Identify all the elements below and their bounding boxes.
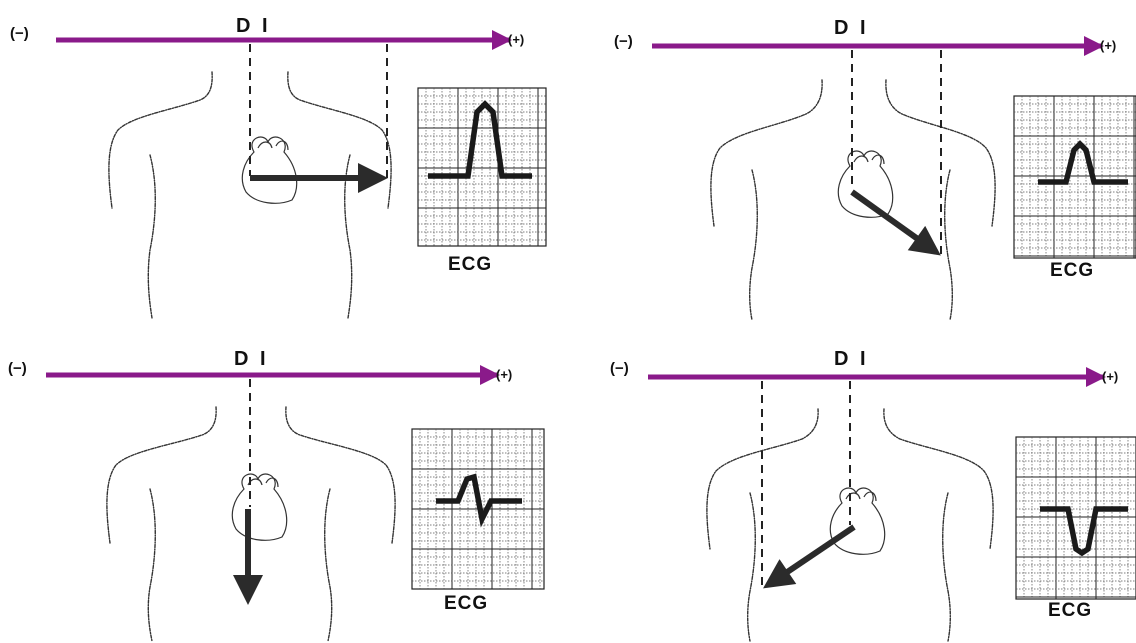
positive-pole-label: (+) xyxy=(1102,369,1118,384)
ecg-grid xyxy=(418,88,546,246)
panel-4-figure: (−) (+) D I ECG xyxy=(568,321,1136,643)
torso-outline xyxy=(107,407,395,641)
cardiac-vector-arrow xyxy=(852,192,936,252)
torso-outline xyxy=(109,72,391,318)
negative-pole-label: (−) xyxy=(10,25,29,42)
ecg-label: ECG xyxy=(1050,260,1094,281)
ecg-label: ECG xyxy=(444,593,488,614)
panel-vector-right: (−) (+) D I ECG xyxy=(0,0,568,321)
panel-3-figure: (−) (+) D I ECG xyxy=(0,321,568,643)
lead-name: D I xyxy=(234,348,269,370)
negative-pole-label: (−) xyxy=(614,33,633,50)
ecg-label: ECG xyxy=(448,254,492,275)
lead-name: D I xyxy=(834,17,869,39)
positive-pole-label: (+) xyxy=(496,367,512,382)
panel-1-figure: (−) (+) D I ECG xyxy=(0,0,568,321)
ecg-grid xyxy=(1014,96,1136,258)
negative-pole-label: (−) xyxy=(610,360,629,377)
torso-outline xyxy=(711,80,995,320)
heart-outline xyxy=(232,474,286,540)
panel-vector-down-left: (−) (+) D I ECG xyxy=(568,321,1136,643)
panel-vector-down: (−) (+) D I ECG xyxy=(0,321,568,643)
lead-name: D I xyxy=(236,15,271,37)
lead-name: D I xyxy=(834,348,869,370)
negative-pole-label: (−) xyxy=(8,360,27,377)
heart-outline xyxy=(838,151,892,217)
panel-2-figure: (−) (+) D I ECG xyxy=(568,0,1136,321)
cardiac-vector-arrow xyxy=(768,527,854,585)
panel-vector-down-right: (−) (+) D I ECG xyxy=(568,0,1136,321)
ecg-label: ECG xyxy=(1048,600,1092,621)
positive-pole-label: (+) xyxy=(508,32,524,47)
ecg-grid xyxy=(1016,437,1136,599)
positive-pole-label: (+) xyxy=(1100,38,1116,53)
heart-outline xyxy=(830,488,884,554)
